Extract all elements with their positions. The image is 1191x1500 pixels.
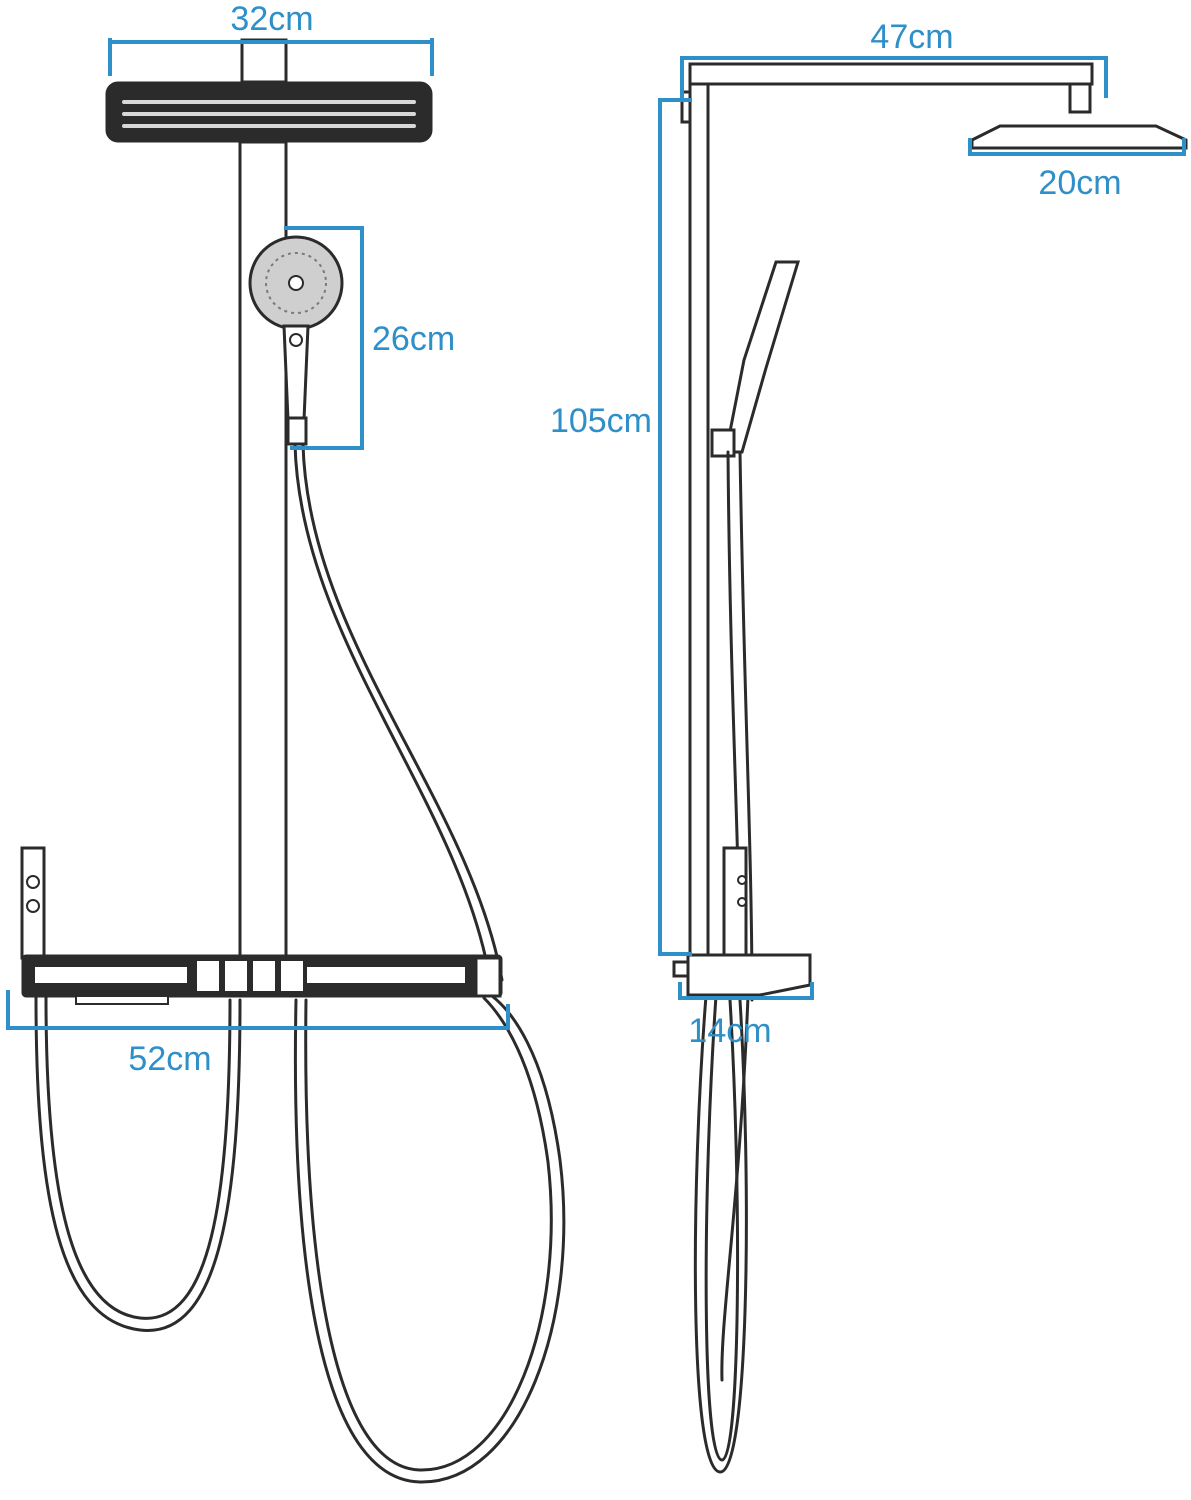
- label-front-head-width: 32cm: [230, 0, 313, 38]
- side-hand-shower: [724, 260, 801, 454]
- shelf-left-tray: [33, 965, 189, 985]
- side-arm: [688, 62, 1094, 86]
- dim-shelf-width: [6, 990, 510, 1030]
- front-hose-upper: [293, 442, 492, 982]
- label-shelf-depth: 14cm: [688, 1012, 771, 1050]
- front-hose-left: [34, 995, 242, 1332]
- dimension-lines: [6, 38, 1186, 1030]
- side-column: [688, 82, 710, 962]
- label-shelf-width: 52cm: [128, 1040, 211, 1078]
- label-hand-shower-height: 26cm: [372, 320, 455, 358]
- side-inlet: [672, 960, 690, 978]
- side-shelf: [686, 953, 812, 997]
- front-hose-right: [293, 994, 566, 1484]
- dim-side-head-diameter: [968, 138, 1186, 156]
- front-view: [20, 38, 566, 1484]
- side-head-neck: [1068, 82, 1092, 114]
- tub-spout: [75, 995, 169, 1005]
- label-column-height: 105cm: [550, 402, 652, 440]
- shelf-end-cap: [474, 956, 502, 998]
- label-side-head-diameter: 20cm: [1038, 164, 1121, 202]
- side-hose-lower: [693, 994, 748, 1474]
- control-buttons: [195, 959, 305, 993]
- dim-arm-length: [680, 56, 1108, 98]
- hand-shower-holder: [286, 416, 308, 446]
- side-rain-head: [970, 124, 1188, 150]
- dim-front-head-width: [108, 38, 434, 76]
- label-arm-length: 47cm: [870, 18, 953, 56]
- dim-shelf-depth: [678, 982, 814, 1000]
- dim-column-height: [658, 98, 692, 956]
- side-view: [672, 62, 1188, 1474]
- front-head-connector: [240, 38, 288, 84]
- side-holder: [710, 428, 736, 458]
- dimension-labels: 32cm 26cm 52cm 47cm 20cm 105cm 14cm: [128, 0, 1121, 1078]
- front-rain-head-nozzles: [122, 100, 416, 128]
- shelf-right-tray: [305, 965, 467, 985]
- dim-hand-shower-height: [284, 226, 364, 450]
